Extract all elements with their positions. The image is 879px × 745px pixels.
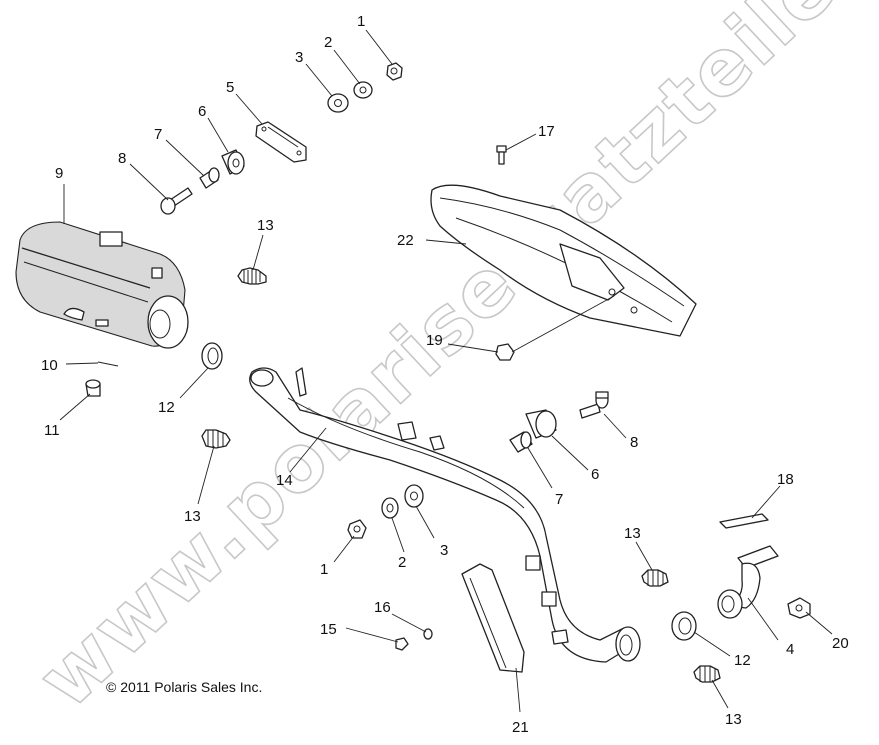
callout-8: 8: [630, 434, 638, 451]
callout-13: 13: [725, 711, 742, 728]
callout-3: 3: [295, 49, 303, 66]
bolt-part: [496, 145, 507, 165]
callout-13: 13: [257, 217, 274, 234]
callout-22: 22: [397, 232, 414, 249]
lower-shield-part: [461, 563, 525, 673]
nut-part: [495, 343, 515, 361]
muffler-part: [15, 221, 189, 349]
callout-20: 20: [832, 635, 849, 652]
callout-12: 12: [158, 399, 175, 416]
callout-5: 5: [226, 79, 234, 96]
callout-16: 16: [374, 599, 391, 616]
callout-13: 13: [184, 508, 201, 525]
shoulder-bolt-part: [160, 187, 193, 215]
callout-17: 17: [538, 123, 555, 140]
callout-12: 12: [734, 652, 751, 669]
washer-part: [423, 628, 433, 640]
grommet-part: [525, 409, 557, 439]
elbow-pipe-part: [717, 545, 779, 619]
callout-18: 18: [777, 471, 794, 488]
callout-2: 2: [398, 554, 406, 571]
callout-19: 19: [426, 332, 443, 349]
callout-1: 1: [320, 561, 328, 578]
spacer-part: [509, 431, 533, 453]
spring-part: [201, 429, 231, 449]
leader-lines: [59, 29, 833, 713]
callout-21: 21: [512, 719, 529, 736]
copyright-notice: © 2011 Polaris Sales Inc.: [106, 679, 262, 695]
callout-3: 3: [440, 542, 448, 559]
callout-1: 1: [357, 13, 365, 30]
washer-part: [381, 497, 399, 519]
flange-nut-part: [347, 519, 367, 539]
callout-7: 7: [154, 126, 162, 143]
flange-nut-part: [787, 597, 811, 619]
callout-4: 4: [786, 641, 794, 658]
callout-14: 14: [276, 472, 293, 489]
callout-9: 9: [55, 165, 63, 182]
callout-labels: 1 2 3 5 6 7 8 9 17 22 13 10 11 12 19 14 …: [41, 13, 849, 736]
spacer-part: [199, 167, 220, 189]
grommet-part: [221, 149, 245, 175]
callout-7: 7: [555, 491, 563, 508]
gasket-ring-part: [671, 611, 697, 641]
callout-10: 10: [41, 357, 58, 374]
spring-part: [693, 665, 721, 683]
callout-15: 15: [320, 621, 337, 638]
washer-part: [327, 93, 349, 113]
pin-part: [97, 361, 119, 367]
watermark: www.polarisersatzteile.de: [22, 0, 879, 726]
washer-part: [353, 81, 373, 99]
spring-part: [237, 267, 267, 285]
flange-nut-part: [386, 62, 403, 81]
shoulder-bolt-part: [579, 391, 609, 419]
gasket-part: [719, 513, 769, 529]
bolt-part: [395, 637, 409, 651]
gasket-ring-part: [201, 342, 223, 370]
callout-11: 11: [44, 422, 60, 439]
washer-part: [404, 484, 424, 508]
callout-6: 6: [198, 103, 206, 120]
callout-13: 13: [624, 525, 641, 542]
heat-shield-part: [430, 184, 697, 337]
callout-6: 6: [591, 466, 599, 483]
callout-8: 8: [118, 150, 126, 167]
bushing-part: [85, 379, 101, 397]
bracket-plate-part: [255, 121, 307, 163]
spring-part: [641, 569, 669, 587]
callout-2: 2: [324, 34, 332, 51]
head-pipe-part: [249, 367, 641, 663]
